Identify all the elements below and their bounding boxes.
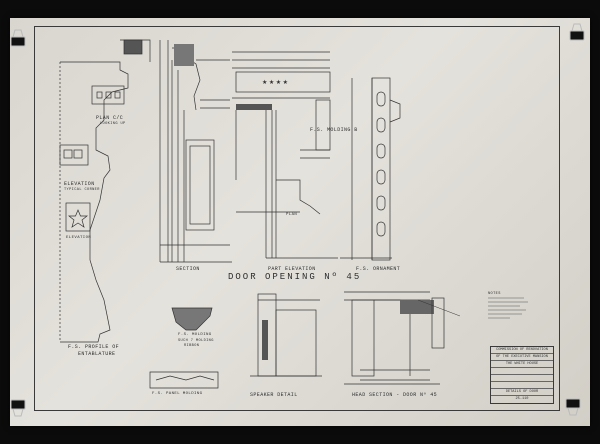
speaker-detail-drawing: [250, 293, 322, 377]
fs-molding-profile: [171, 307, 213, 331]
plan-cc-label: PLAN C/C: [96, 115, 124, 121]
fs-profile-sub: ENTABLATURE: [78, 351, 116, 357]
svg-text:★ ★ ★ ★: ★ ★ ★ ★: [262, 79, 288, 86]
drawing-border: [34, 26, 560, 411]
title-block-row: [491, 375, 553, 382]
section-drawing: [159, 40, 232, 263]
door-opening-title: DOOR OPENING Nº 45: [228, 272, 362, 282]
plan-label: PLAN: [286, 213, 298, 217]
head-section-drawing: [344, 291, 445, 385]
elevation-title: ELEVATION: [64, 181, 95, 187]
fs-molding-sub2: RIBBON: [184, 344, 200, 348]
fs-molding-b-label: F.S. MOLDING B: [310, 127, 358, 133]
star-ornament: [68, 209, 88, 228]
elevation-star-label: ELEVATION: [66, 236, 92, 240]
fs-profile-title: F.S. PROFILE OF: [68, 344, 120, 350]
title-block-row: THE WHITE HOUSE: [491, 361, 553, 368]
notes-title: NOTES: [488, 292, 501, 296]
fs-ornament-label: F.S. ORNAMENT: [356, 266, 401, 272]
title-block: COMMISSION OF RENOVATION OF THE EXECUTIV…: [490, 346, 554, 404]
elevation-sub: TYPICAL CORNER: [64, 188, 100, 192]
fs-molding-sub: SUCH 7 MOLDING: [178, 339, 214, 343]
title-block-row: DETAILS OF DOOR: [491, 389, 553, 396]
ornament-drawing: [340, 77, 401, 261]
clip-top-left: [10, 29, 26, 47]
entablature-profile: [60, 61, 129, 343]
fs-panel-molding-label: F.S. PANEL MOLDING: [152, 392, 203, 396]
clip-bottom-right: [565, 398, 581, 416]
part-elevation-label: PART ELEVATION: [268, 266, 316, 272]
section-label: SECTION: [176, 266, 200, 272]
part-elevation-drawing: ★ ★ ★ ★: [232, 51, 338, 259]
title-block-row: 25-110: [515, 397, 529, 401]
speaker-detail-label: SPEAKER DETAIL: [250, 392, 298, 398]
clip-top-right: [569, 23, 585, 41]
fs-panel-molding-profile: [149, 371, 219, 389]
title-block-row: [491, 382, 553, 389]
plan-cc-sub-label: LOOKING UP: [100, 122, 126, 126]
title-block-row: [491, 368, 553, 375]
clip-bottom-left: [10, 399, 26, 417]
fs-molding-title: F.S. MOLDING: [178, 333, 212, 337]
title-block-row: OF THE EXECUTIVE MANSION: [491, 354, 553, 361]
title-block-row: COMMISSION OF RENOVATION: [491, 347, 553, 354]
head-section-label: HEAD SECTION - DOOR Nº 45: [352, 392, 438, 398]
